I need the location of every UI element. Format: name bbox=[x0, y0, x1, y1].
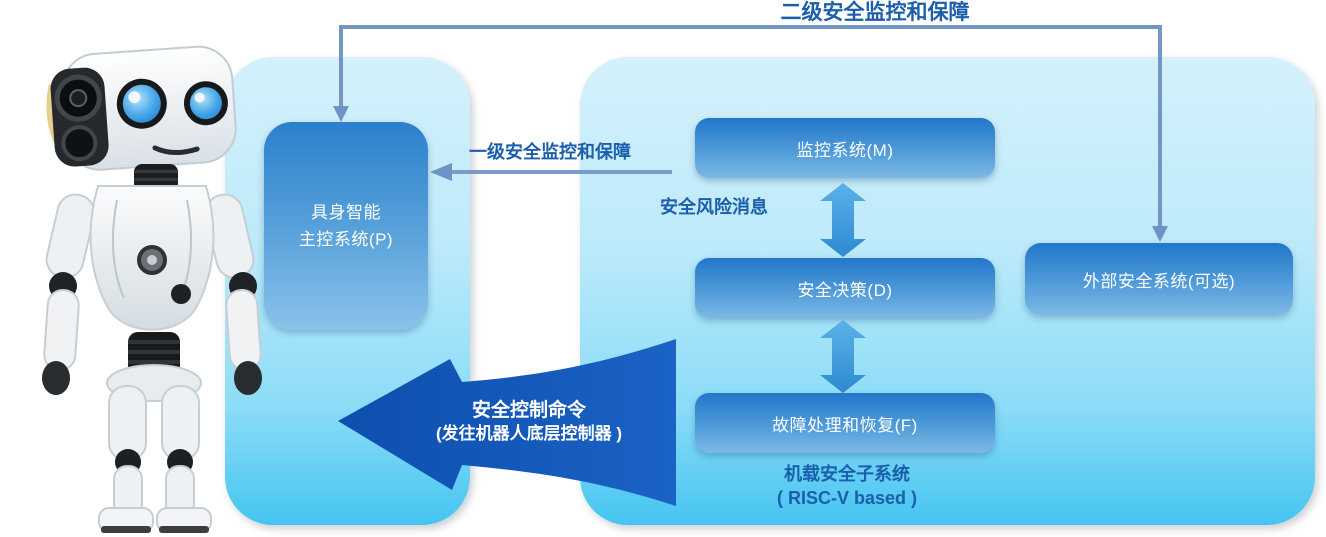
main-control-label-line2: 主控系统(P) bbox=[298, 230, 394, 249]
fault-recovery-label: 故障处理和恢复(F) bbox=[772, 415, 918, 435]
robot-arms bbox=[42, 193, 262, 395]
robot-mouth bbox=[152, 145, 200, 156]
external-safety-label: 外部安全系统(可选) bbox=[1082, 271, 1236, 291]
main-control-label-line1: 具身智能 bbox=[311, 203, 381, 222]
onboard-subsystem-line2: ( RISC-V based ) bbox=[776, 488, 918, 508]
monitor-system-box: 监控系统(M) bbox=[695, 118, 995, 178]
secondary-monitoring-label: 二级安全监控和保障 bbox=[780, 1, 970, 24]
robot-legs bbox=[98, 385, 212, 533]
primary-monitoring-label: 一级安全监控和保障 bbox=[469, 142, 631, 162]
risk-message-label: 安全风险消息 bbox=[660, 197, 768, 217]
safety-decision-box: 安全决策(D) bbox=[695, 258, 995, 318]
monitor-system-label: 监控系统(M) bbox=[796, 140, 894, 160]
camera-lens-bottom bbox=[61, 125, 98, 162]
onboard-subsystem-line1: 机载安全子系统 bbox=[784, 464, 910, 484]
robot-illustration bbox=[42, 45, 262, 533]
robot-head bbox=[46, 45, 237, 171]
safety-decision-label: 安全决策(D) bbox=[797, 280, 893, 300]
onboard-subsystem-label: 机载安全子系统 ( RISC-V based ) bbox=[741, 462, 953, 510]
control-command-line2: (发往机器人底层控制器 ) bbox=[435, 424, 623, 443]
robot-torso bbox=[89, 185, 215, 331]
control-command-label: 安全控制命令 (发往机器人底层控制器 ) bbox=[403, 399, 655, 445]
control-command-line1: 安全控制命令 bbox=[471, 400, 586, 421]
external-safety-box: 外部安全系统(可选) bbox=[1025, 243, 1293, 315]
fault-recovery-box: 故障处理和恢复(F) bbox=[695, 393, 995, 453]
